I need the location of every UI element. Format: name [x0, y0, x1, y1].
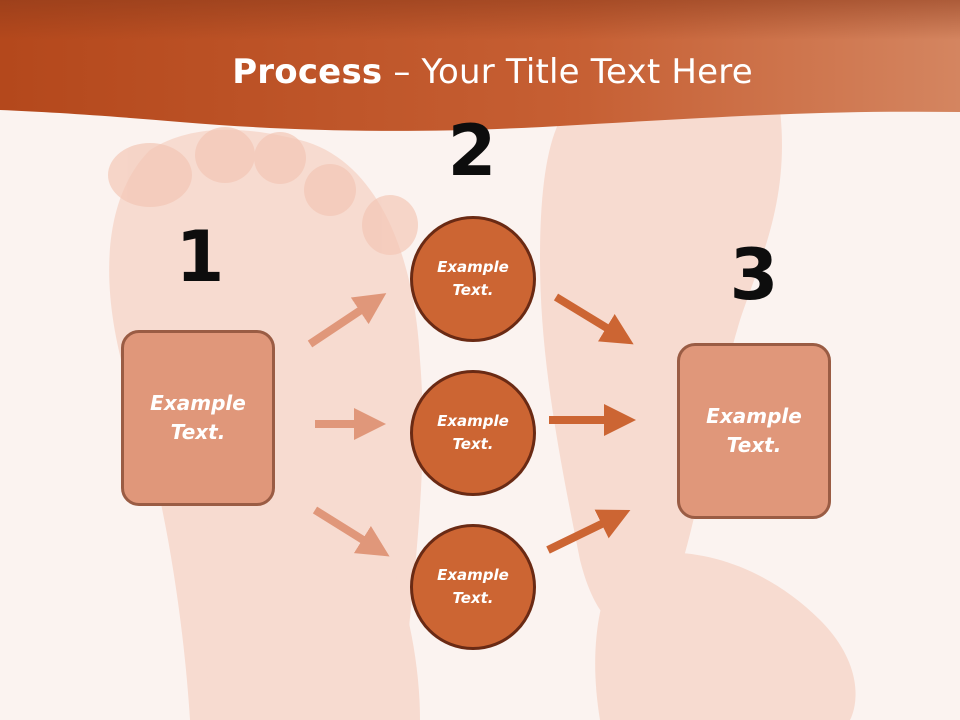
left-box-text: Example Text.	[150, 391, 246, 444]
toes-backdrop	[108, 127, 418, 255]
left-box: Example Text.	[121, 330, 275, 506]
title-rest: – Your Title Text Here	[382, 52, 753, 92]
title-bold: Process	[232, 52, 383, 92]
step-number-1: 1	[175, 216, 225, 298]
arrow-bottom-to-right	[546, 509, 631, 554]
arrow-left-to-top	[307, 293, 387, 348]
arrow-left-to-bottom	[312, 506, 390, 557]
circle-top: Example Text.	[410, 216, 536, 342]
circle-middle: Example Text.	[410, 370, 536, 496]
step-number-2: 2	[447, 110, 497, 192]
circle-bottom: Example Text.	[410, 524, 536, 650]
step-number-3: 3	[729, 234, 779, 316]
right-box: Example Text.	[677, 343, 831, 519]
circle-bottom-text: Example Text.	[437, 566, 509, 607]
slide-title: Process – Your Title Text Here	[0, 52, 960, 92]
circle-top-text: Example Text.	[437, 258, 509, 299]
circle-middle-text: Example Text.	[437, 412, 509, 453]
arrow-top-to-right	[553, 293, 634, 345]
right-box-text: Example Text.	[706, 404, 802, 457]
